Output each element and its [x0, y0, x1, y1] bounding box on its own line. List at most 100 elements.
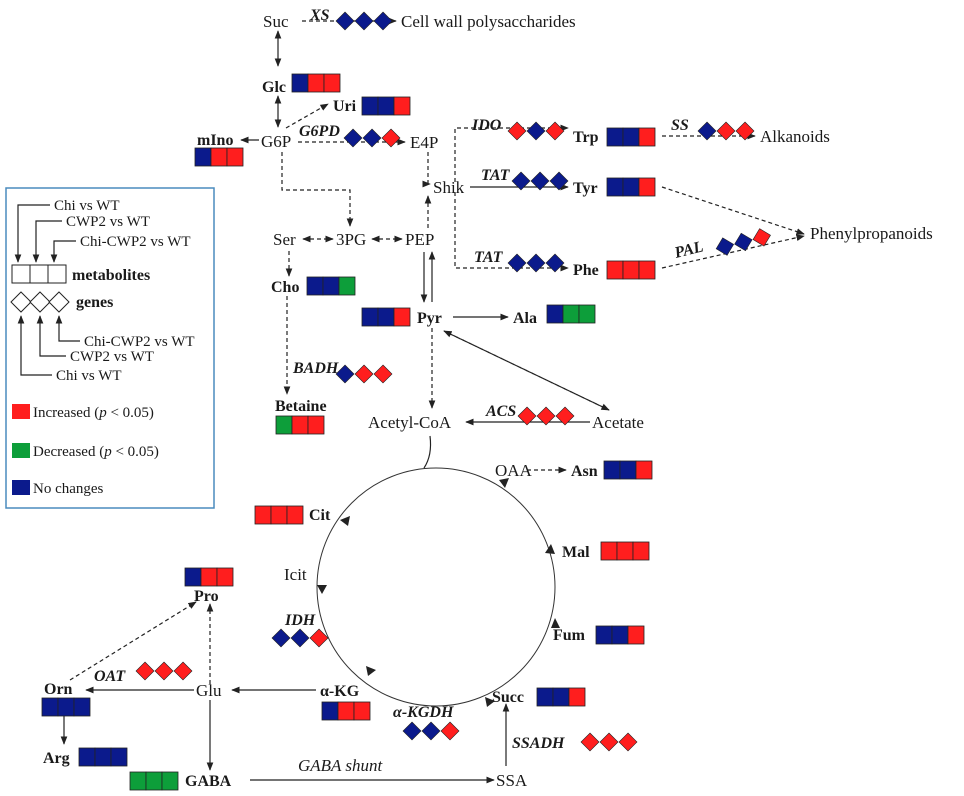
status-diamond-tat2-2 [526, 253, 546, 273]
legend-decreased: Decreased (p < 0.05) [33, 444, 159, 460]
metabolite-boxes-fum [595, 625, 645, 645]
status-box-glc-2 [307, 73, 325, 93]
status-box-mal-1 [600, 541, 618, 561]
status-box-phe-3 [638, 260, 656, 280]
legend-comparison-chi: Chi vs WT [54, 198, 120, 214]
metabolite-name-trp: Trp [573, 129, 599, 146]
status-box-betaine-1 [275, 415, 293, 435]
status-box-phe-2 [622, 260, 640, 280]
status-diamond-ssadh-3 [618, 732, 638, 752]
status-diamond-badh-3 [373, 364, 393, 384]
status-diamond-ssadh-2 [599, 732, 619, 752]
status-box-uri-3 [393, 96, 411, 116]
metabolite-nodes: Glc Uri mIno Trp Tyr Phe Cho Pyr Ala Bet… [41, 73, 656, 791]
gene-diamonds-ssadh [580, 732, 638, 752]
status-box-tyr-2 [622, 177, 640, 197]
legend-metabolite-boxes [11, 264, 67, 284]
status-box-succ-3 [568, 687, 586, 707]
legend-pointer-chi-bottom [17, 315, 52, 376]
metabolite-name-pyr: Pyr [417, 310, 442, 327]
gene-name-g6pd: G6PD [299, 123, 340, 140]
label-gaba-shunt: GABA shunt [298, 756, 383, 775]
status-box-phe-1 [606, 260, 624, 280]
legend-comparison-cwp2-bottom: CWP2 vs WT [70, 349, 154, 365]
gene-name-ssadh: SSADH [512, 735, 565, 752]
gene-name-tat-tyr: TAT [481, 167, 511, 184]
legend-pointer-chi-cwp2-top [50, 240, 76, 263]
gene-diamonds-acs [517, 406, 575, 426]
metabolite-boxes-mal [600, 541, 650, 561]
edge-acetylcoa-cycle [423, 435, 432, 469]
legend: Chi vs WT CWP2 vs WT Chi-CWP2 vs WT meta… [5, 187, 215, 509]
node-g6p: G6P [261, 132, 291, 151]
legend-pointer-cwp2-bottom [36, 315, 66, 357]
status-diamond-xs-1 [335, 11, 355, 31]
metabolite-name-ala: Ala [513, 310, 537, 327]
status-diamond-tat1-3 [549, 171, 569, 191]
metabolite-boxes-cho [306, 276, 356, 296]
status-diamond-oat-2 [154, 661, 174, 681]
status-diamond-oat-3 [173, 661, 193, 681]
metabolite-name-fum: Fum [553, 627, 586, 644]
metabolite-boxes-uri [361, 96, 411, 116]
gene-diamonds-akgdh [402, 721, 460, 741]
cycle-arrow-mal [545, 544, 555, 554]
node-oaa: OAA [495, 461, 533, 480]
metabolite-boxes-orn [41, 697, 91, 717]
metabolite-boxes-mino [194, 147, 244, 167]
legend-swatch-no-changes [12, 480, 30, 495]
cycle-arrow-icit [317, 585, 327, 594]
gene-name-badh: BADH [292, 360, 339, 377]
node-alkanoids: Alkanoids [760, 127, 830, 146]
metabolite-boxes-trp [606, 127, 656, 147]
status-diamond-g6pd-2 [362, 128, 382, 148]
gene-diamonds-oat [135, 661, 193, 681]
metabolite-boxes-pro [184, 567, 234, 587]
gene-name-tat-phe: TAT [474, 249, 504, 266]
gene-name-ido: IDO [471, 117, 502, 134]
metabolite-name-betaine: Betaine [275, 398, 327, 415]
gene-diamonds-ido [507, 121, 565, 141]
status-box-gaba-1 [129, 771, 147, 791]
node-ssa: SSA [496, 771, 528, 790]
status-box-trp-1 [606, 127, 624, 147]
status-box-asn-1 [603, 460, 621, 480]
metabolite-name-glc: Glc [262, 79, 286, 96]
status-box-glc-3 [323, 73, 341, 93]
status-box-akg-1 [321, 701, 339, 721]
cycle-arrow-succ [485, 697, 495, 707]
legend-comparison-chi-cwp2-bottom: Chi-CWP2 vs WT [84, 334, 195, 350]
metabolite-boxes-succ [536, 687, 586, 707]
node-phenylpropanoids: Phenylpropanoids [810, 224, 933, 243]
status-diamond-pal-2 [734, 232, 753, 252]
status-diamond-pal-3 [752, 228, 771, 247]
status-diamond-ido-1 [507, 121, 527, 141]
status-box-ala-2 [562, 304, 580, 324]
status-box-fum-2 [611, 625, 629, 645]
status-box-asn-2 [619, 460, 637, 480]
status-diamond-tat1-2 [530, 171, 550, 191]
status-box-mal-3 [632, 541, 650, 561]
metabolite-name-akg: α-KG [320, 683, 360, 700]
node-acetyl-coa: Acetyl-CoA [368, 413, 452, 432]
status-diamond-tat2-3 [545, 253, 565, 273]
status-box-trp-3 [638, 127, 656, 147]
cycle-arrow-akg [366, 666, 376, 676]
status-box-gaba-3 [161, 771, 179, 791]
node-acetate: Acetate [592, 413, 644, 432]
gene-name-acs: ACS [485, 403, 516, 420]
status-box-uri-2 [377, 96, 395, 116]
gene-diamonds-g6pd [343, 128, 401, 148]
status-box-arg-2 [94, 747, 112, 767]
metabolite-boxes-asn [603, 460, 653, 480]
metabolite-name-uri: Uri [333, 98, 357, 115]
status-diamond-xs-3 [373, 11, 393, 31]
edge-pyr-acetate [443, 330, 610, 411]
gene-nodes: XS G6PD IDO SS TAT TAT PAL BADH ACS IDH … [94, 7, 771, 752]
status-box-betaine-3 [307, 415, 325, 435]
legend-pointer-cwp2-top [32, 220, 62, 263]
gene-diamonds-pal [715, 228, 771, 256]
metabolite-name-mino: mIno [197, 132, 233, 149]
metabolite-boxes-ala [546, 304, 596, 324]
cycle-arrow-cit [340, 516, 350, 526]
